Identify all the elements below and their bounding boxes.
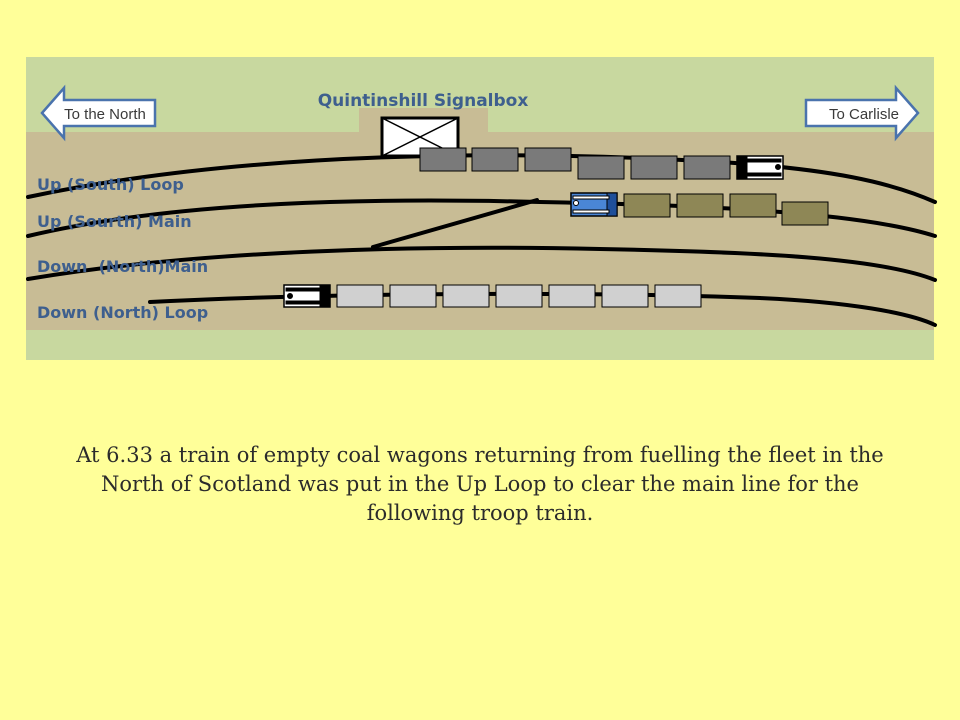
wagon	[729, 193, 777, 218]
crossover	[371, 198, 539, 249]
caption-line-3: following troop train.	[366, 501, 594, 525]
train-up-loop-empty-coal	[419, 147, 784, 180]
track-label-down-north-main: Down (North)Main	[37, 257, 208, 276]
to-the-north-label: To the North	[64, 106, 146, 123]
wagon	[781, 201, 829, 226]
wagon	[419, 147, 467, 172]
locomotive-icon	[736, 155, 784, 180]
wagon	[524, 147, 572, 172]
carriage	[654, 284, 702, 308]
to-carlisle-label: To Carlisle	[829, 106, 899, 123]
carriage	[601, 284, 649, 308]
wagon	[623, 193, 671, 218]
to-the-north-arrow: To the North	[40, 84, 157, 142]
caption-line-1: At 6.33 a train of empty coal wagons ret…	[76, 443, 884, 467]
caption: At 6.33 a train of empty coal wagons ret…	[30, 441, 930, 528]
carriage	[389, 284, 437, 308]
track-label-up-south-main: Up (Sourth) Main	[37, 212, 192, 231]
wagon	[577, 155, 625, 180]
wagon	[683, 155, 731, 180]
right-arrow-icon	[804, 84, 920, 142]
carriage	[442, 284, 490, 308]
track-label-down-north-loop: Down (North) Loop	[37, 303, 208, 322]
carriage	[336, 284, 384, 308]
caption-line-2: North of Scotland was put in the Up Loop…	[101, 472, 859, 496]
wagon	[676, 193, 724, 218]
signalbox-title: Quintinshill Signalbox	[318, 91, 529, 111]
left-arrow-icon	[40, 84, 157, 142]
carriage	[548, 284, 596, 308]
wagon	[471, 147, 519, 172]
track-label-up-south-loop: Up (South) Loop	[37, 175, 184, 194]
wagon	[630, 155, 678, 180]
train-up-main-coal	[570, 192, 829, 226]
train-down-loop	[283, 284, 702, 308]
locomotive-icon	[283, 284, 331, 308]
carriage	[495, 284, 543, 308]
locomotive-icon	[570, 192, 618, 217]
to-carlisle-arrow: To Carlisle	[804, 84, 920, 142]
track-down-north-main	[26, 245, 937, 282]
